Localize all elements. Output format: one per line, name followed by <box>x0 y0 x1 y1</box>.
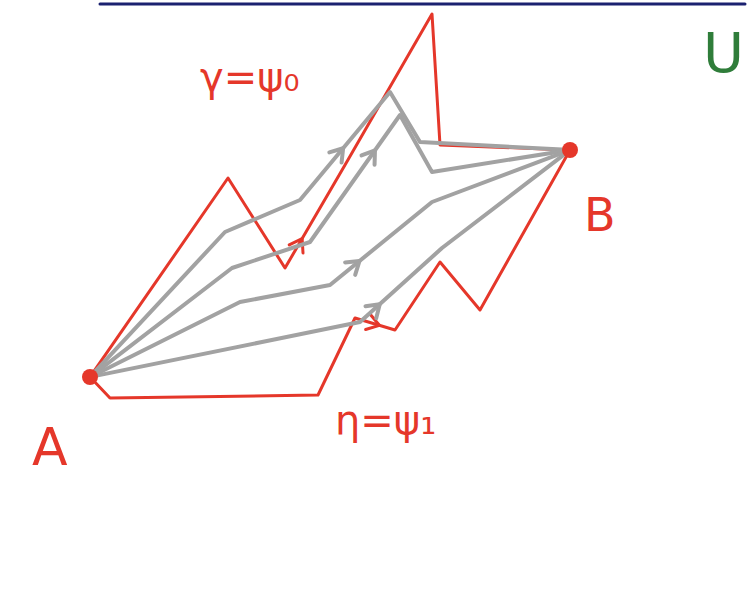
path-gamma <box>95 14 562 370</box>
point-label: B <box>584 190 616 241</box>
homotopy-path <box>98 155 564 376</box>
path-label: η=ψ₁ <box>335 398 436 442</box>
point-label: A <box>32 419 68 476</box>
homotopy-path <box>96 115 562 372</box>
path-gamma <box>95 14 562 370</box>
homotopy-path <box>96 115 562 372</box>
homotopy-path <box>97 153 562 374</box>
region-hole <box>510 336 632 459</box>
top-rule <box>100 3 745 6</box>
arrowhead <box>362 146 382 165</box>
arrowhead <box>345 255 364 275</box>
point-b: B <box>562 142 578 158</box>
region-label: U <box>703 22 744 84</box>
outline-tick <box>66 178 74 198</box>
path-label: γ=ψ₀ <box>200 55 300 99</box>
point-a: A <box>82 369 98 385</box>
region-shape <box>28 14 716 581</box>
homotopy-path <box>98 155 564 376</box>
arrowhead <box>329 143 349 162</box>
arrowhead <box>365 298 385 318</box>
homotopy-path <box>97 153 562 374</box>
